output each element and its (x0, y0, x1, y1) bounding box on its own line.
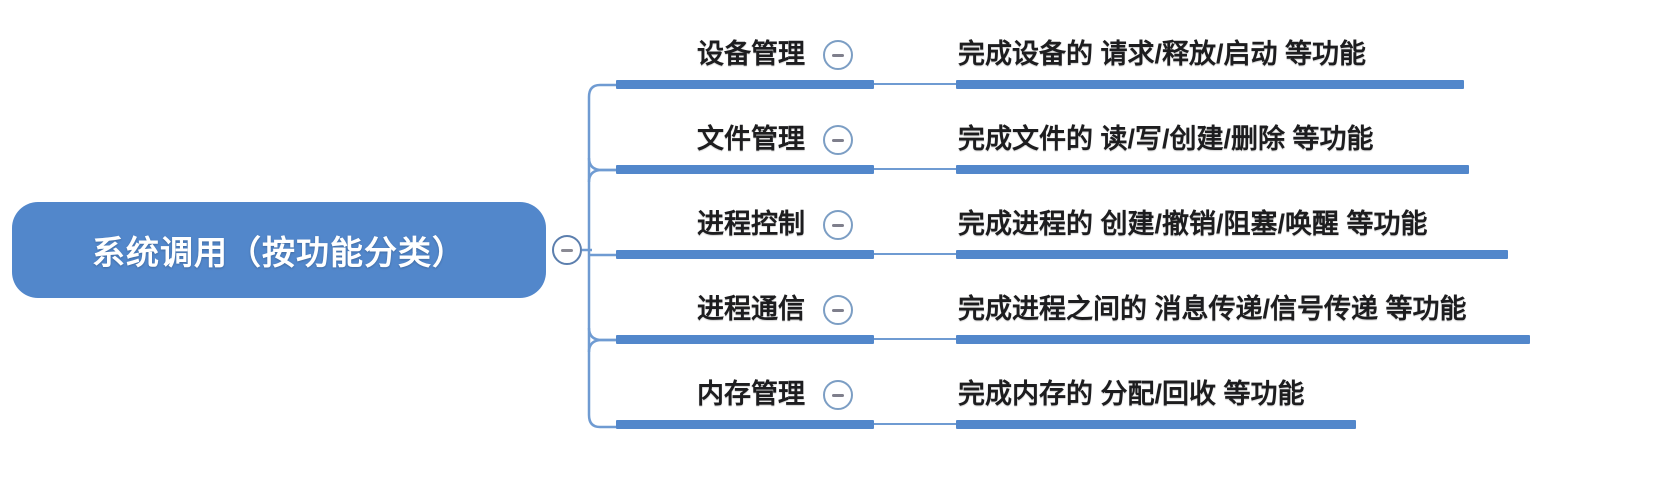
leaf-label[interactable]: 完成设备的 请求/释放/启动 等功能 (958, 39, 1367, 69)
branch-minus-circle-icon[interactable] (823, 210, 853, 240)
branch-underline-bar (616, 250, 874, 259)
branch-underline-bar (616, 420, 874, 429)
branch-connector-hairline (874, 338, 956, 340)
branch-underline-bar (616, 80, 874, 89)
branch-label[interactable]: 进程通信 (697, 294, 805, 324)
minus-glyph (561, 248, 573, 252)
branch-underline-bar (616, 165, 874, 174)
branch-minus-circle-icon[interactable] (823, 380, 853, 410)
leaf-label[interactable]: 完成进程之间的 消息传递/信号传递 等功能 (958, 294, 1467, 324)
leaf-underline-bar (956, 335, 1530, 344)
branch-minus-circle-icon[interactable] (823, 125, 853, 155)
minus-glyph (832, 138, 844, 142)
branch-label[interactable]: 内存管理 (697, 379, 805, 409)
root-node[interactable]: 系统调用（按功能分类） (12, 202, 546, 298)
leaf-underline-bar (956, 420, 1356, 429)
minus-glyph (832, 308, 844, 312)
minus-glyph (832, 223, 844, 227)
branch-label[interactable]: 进程控制 (697, 209, 805, 239)
leaf-underline-bar (956, 80, 1464, 89)
branch-minus-circle-icon[interactable] (823, 295, 853, 325)
branch-connector-hairline (874, 168, 956, 170)
branch-label[interactable]: 文件管理 (697, 124, 805, 154)
root-minus-circle-icon[interactable] (552, 235, 582, 265)
branch-underline-bar (616, 335, 874, 344)
leaf-label[interactable]: 完成内存的 分配/回收 等功能 (958, 379, 1305, 409)
minus-glyph (832, 53, 844, 57)
leaf-label[interactable]: 完成文件的 读/写/创建/删除 等功能 (958, 124, 1374, 154)
leaf-underline-bar (956, 165, 1469, 174)
branch-minus-circle-icon[interactable] (823, 40, 853, 70)
branch-connector-hairline (874, 423, 956, 425)
branch-connector-hairline (874, 253, 956, 255)
branch-connector-hairline (874, 83, 956, 85)
root-label: 系统调用（按功能分类） (92, 234, 466, 271)
leaf-label[interactable]: 完成进程的 创建/撤销/阻塞/唤醒 等功能 (958, 209, 1428, 239)
minus-glyph (832, 393, 844, 397)
leaf-underline-bar (956, 250, 1508, 259)
branch-label[interactable]: 设备管理 (697, 39, 805, 69)
